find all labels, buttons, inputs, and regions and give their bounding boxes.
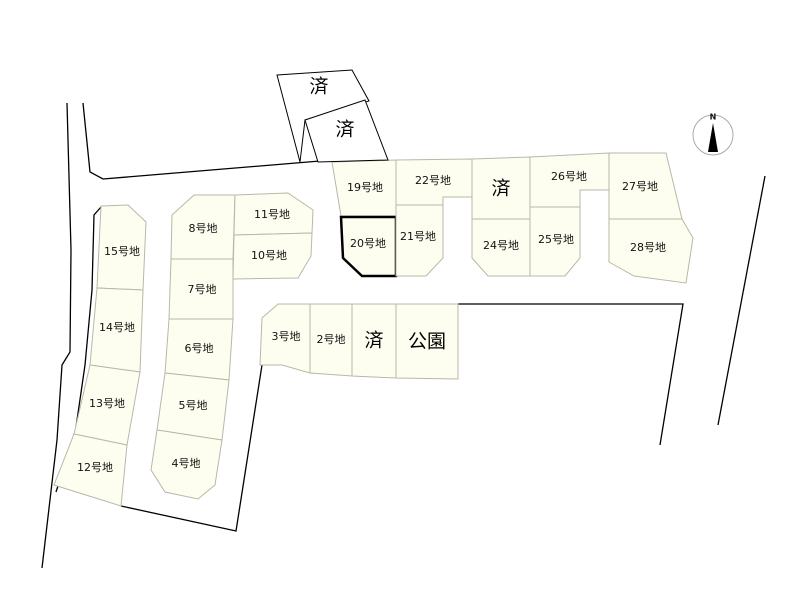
- lot-14[interactable]: 14号地: [89, 287, 144, 373]
- compass-label: N: [710, 113, 717, 122]
- lot-label: 済: [309, 76, 328, 98]
- lot-6[interactable]: 6号地: [164, 318, 234, 381]
- lot-8[interactable]: 8号地: [170, 194, 236, 260]
- lot-label: 済: [491, 178, 510, 200]
- lot-sold-b[interactable]: 済: [304, 99, 389, 163]
- lot-label: 6号地: [185, 342, 214, 355]
- lot-label: 14号地: [99, 321, 135, 334]
- lot-shape[interactable]: [232, 232, 313, 280]
- lot-13[interactable]: 13号地: [73, 364, 141, 446]
- lot-4[interactable]: 4号地: [150, 429, 223, 500]
- lot-label: 24号地: [483, 239, 519, 252]
- lot-24[interactable]: 24号地: [471, 218, 531, 277]
- road-lines: [41, 102, 766, 569]
- lot-15[interactable]: 15号地: [96, 204, 147, 291]
- lot-label: 7号地: [188, 283, 217, 296]
- lot-20[interactable]: 20号地: [340, 216, 397, 277]
- lot-label: 11号地: [254, 208, 290, 221]
- lot-25[interactable]: 25号地: [529, 206, 581, 277]
- lot-highlight: [339, 215, 398, 278]
- lot-label: 22号地: [415, 174, 451, 187]
- compass: N: [692, 113, 734, 156]
- lot-22[interactable]: 22号地: [395, 158, 473, 206]
- lot-12[interactable]: 12号地: [53, 433, 128, 507]
- lot-10[interactable]: 10号地: [232, 232, 313, 280]
- lot-label: 15号地: [104, 245, 140, 258]
- lot-label: 25号地: [538, 233, 574, 246]
- lot-label: 26号地: [551, 170, 587, 183]
- lot-26[interactable]: 26号地: [529, 152, 610, 208]
- lot-label: 27号地: [622, 180, 658, 193]
- lot-shape[interactable]: [471, 218, 531, 277]
- lot-1[interactable]: 済: [351, 303, 397, 379]
- lot-label: 19号地: [347, 181, 383, 194]
- lot-shape[interactable]: [304, 99, 389, 163]
- lot-shape[interactable]: [608, 218, 694, 284]
- lot-shape[interactable]: [53, 433, 128, 507]
- lot-label: 21号地: [400, 230, 436, 243]
- lot-label: 8号地: [189, 222, 218, 235]
- lot-21[interactable]: 21号地: [395, 197, 444, 277]
- lot-label: 公園: [408, 331, 446, 353]
- lot-label: 13号地: [89, 397, 125, 410]
- lot-label: 28号地: [630, 241, 666, 254]
- lot-label: 20号地: [350, 237, 386, 250]
- lot-19[interactable]: 19号地: [331, 159, 397, 217]
- lot-label: 4号地: [172, 457, 201, 470]
- lot-park[interactable]: 公園: [395, 303, 459, 380]
- lot-3[interactable]: 3号地: [259, 303, 311, 374]
- lot-23[interactable]: 済: [471, 156, 531, 220]
- lot-label: 3号地: [272, 330, 301, 343]
- lot-label: 済: [335, 119, 354, 141]
- lot-shape[interactable]: [96, 204, 147, 291]
- lot-11[interactable]: 11号地: [233, 192, 314, 236]
- lot-28[interactable]: 28号地: [608, 218, 694, 284]
- lot-label: 5号地: [179, 399, 208, 412]
- north-arrow-icon: [708, 123, 718, 152]
- lot-7[interactable]: 7号地: [168, 258, 234, 320]
- lot-label: 2号地: [317, 333, 346, 346]
- lot-shape[interactable]: [150, 429, 223, 500]
- lot-sold-a[interactable]: 済: [276, 69, 370, 163]
- lot-27[interactable]: 27号地: [608, 152, 683, 220]
- lot-label: 10号地: [251, 249, 287, 262]
- lot-shape[interactable]: [395, 303, 459, 380]
- lot-label: 12号地: [77, 461, 113, 474]
- lot-shape[interactable]: [233, 192, 314, 236]
- lot-label: 済: [364, 330, 383, 352]
- lot-5[interactable]: 5号地: [156, 372, 230, 441]
- lot-2[interactable]: 2号地: [309, 303, 353, 377]
